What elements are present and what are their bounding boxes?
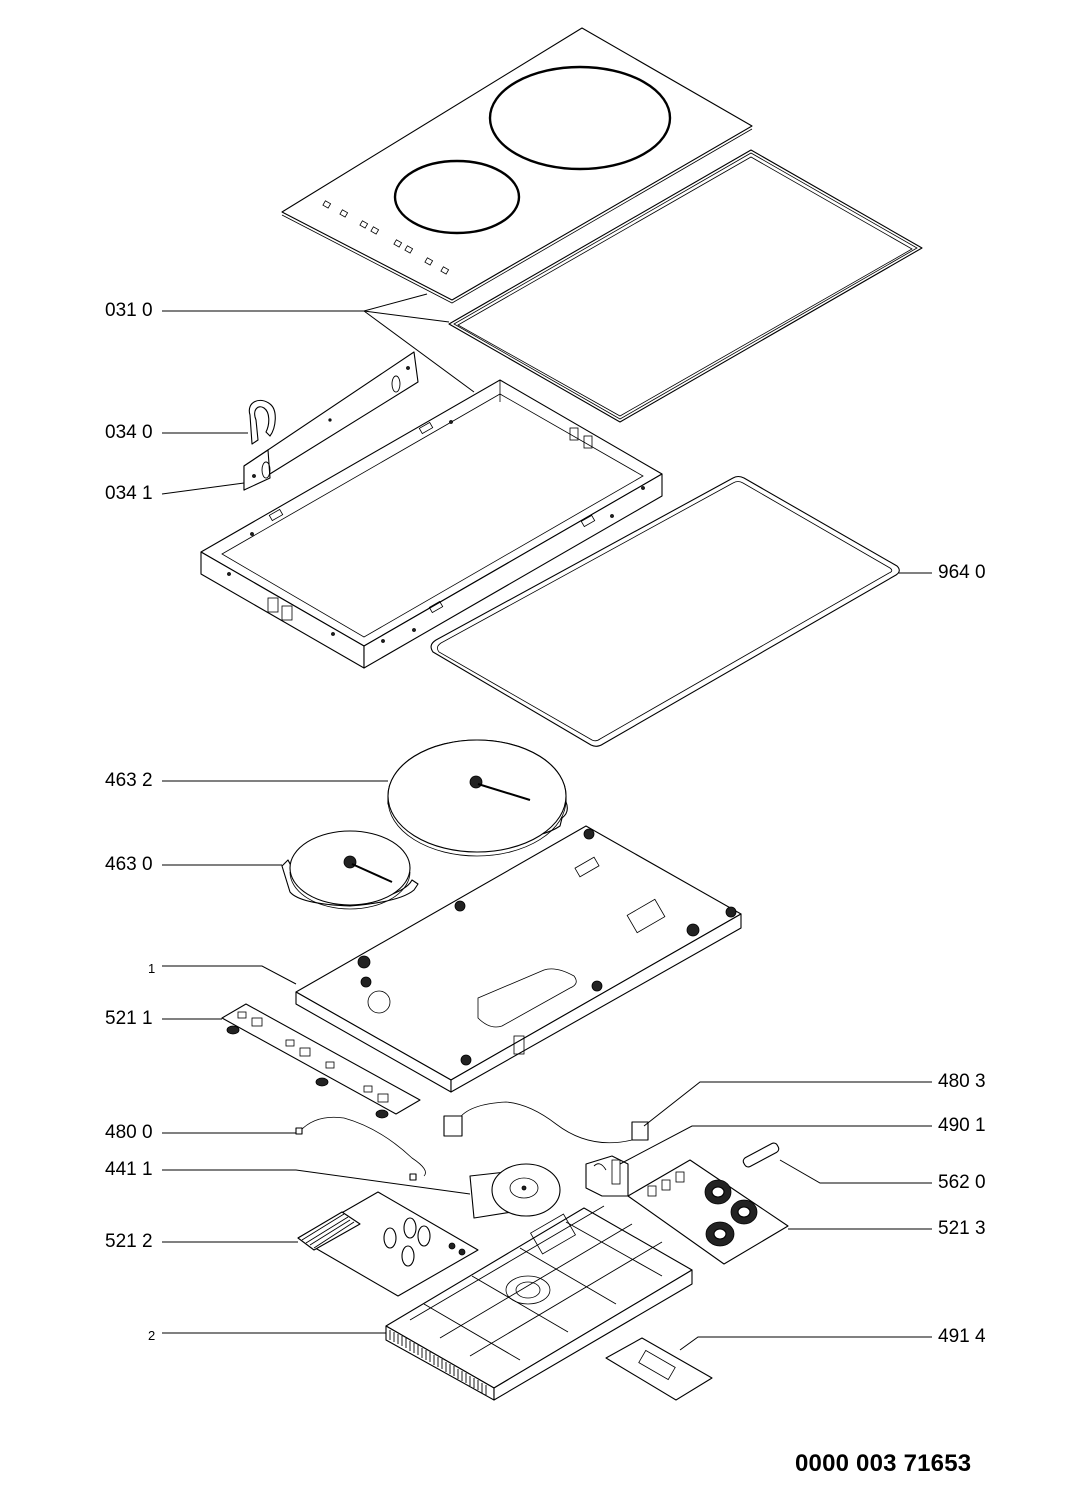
part-filter-board[interactable] bbox=[627, 1159, 789, 1265]
leader-490-1 bbox=[619, 1125, 932, 1165]
callout-964-0[interactable]: 964 0 bbox=[938, 562, 986, 583]
part-gasket[interactable] bbox=[430, 475, 900, 747]
leader-562-0 bbox=[779, 1159, 932, 1184]
callout-480-3[interactable]: 480 3 bbox=[938, 1071, 986, 1092]
leader-031-0-b bbox=[363, 293, 428, 312]
part-control-board[interactable] bbox=[221, 1003, 421, 1119]
part-cable[interactable] bbox=[443, 1101, 649, 1144]
part-bracket[interactable] bbox=[243, 351, 419, 491]
leader-lines bbox=[161, 293, 932, 1351]
callout-491-4[interactable]: 491 4 bbox=[938, 1326, 986, 1347]
callout-463-2[interactable]: 463 2 bbox=[105, 770, 153, 791]
callout-031-0[interactable]: 031 0 bbox=[105, 300, 153, 321]
cooking-zone-large bbox=[488, 65, 672, 171]
part-bottom-housing[interactable] bbox=[385, 1205, 693, 1401]
part-coil-small[interactable] bbox=[281, 830, 419, 910]
part-support-plate[interactable] bbox=[295, 825, 742, 1093]
touch-control-keys bbox=[322, 200, 450, 275]
leader-1 bbox=[162, 965, 297, 985]
part-fuse[interactable] bbox=[742, 1142, 780, 1169]
part-power-board[interactable] bbox=[297, 1191, 479, 1297]
callout-521-2[interactable]: 521 2 bbox=[105, 1231, 153, 1252]
mounting-bosses bbox=[357, 828, 737, 1066]
callout-441-1[interactable]: 441 1 bbox=[105, 1159, 153, 1180]
leader-491-4 bbox=[679, 1336, 932, 1351]
leader-034-1 bbox=[161, 482, 245, 495]
control-board-components bbox=[226, 1011, 389, 1119]
part-glass-top[interactable] bbox=[281, 27, 753, 304]
callout-562-0[interactable]: 562 0 bbox=[938, 1172, 986, 1193]
callout-521-3[interactable]: 521 3 bbox=[938, 1218, 986, 1239]
callout-034-0[interactable]: 034 0 bbox=[105, 422, 153, 443]
housing-ribs bbox=[389, 1205, 663, 1395]
document-number: 0000 003 71653 bbox=[795, 1450, 972, 1477]
cooking-zone-small bbox=[393, 159, 521, 235]
leader-480-3 bbox=[643, 1081, 932, 1127]
callout-1[interactable]: 1 bbox=[148, 961, 156, 976]
callout-490-1[interactable]: 490 1 bbox=[938, 1115, 986, 1136]
callout-463-0[interactable]: 463 0 bbox=[105, 854, 153, 875]
leader-441-1 bbox=[162, 1169, 471, 1195]
toroid-chokes bbox=[704, 1179, 758, 1247]
heatsink bbox=[297, 1211, 361, 1251]
leader-031-0 bbox=[162, 310, 450, 323]
callout-2[interactable]: 2 bbox=[148, 1328, 156, 1343]
part-clip[interactable] bbox=[248, 399, 276, 445]
leader-031-0-c bbox=[363, 310, 475, 393]
part-sensor-board[interactable] bbox=[605, 1337, 713, 1401]
part-cooling-fan[interactable] bbox=[469, 1163, 561, 1219]
callout-480-0[interactable]: 480 0 bbox=[105, 1122, 153, 1143]
part-chassis-frame[interactable] bbox=[200, 379, 663, 669]
part-wire-harness[interactable] bbox=[295, 1116, 426, 1181]
callout-521-1[interactable]: 521 1 bbox=[105, 1008, 153, 1029]
part-terminal-block[interactable] bbox=[585, 1155, 629, 1197]
part-coil-large[interactable] bbox=[387, 739, 568, 857]
callout-034-1[interactable]: 034 1 bbox=[105, 483, 153, 504]
part-top-frame[interactable] bbox=[448, 149, 923, 423]
